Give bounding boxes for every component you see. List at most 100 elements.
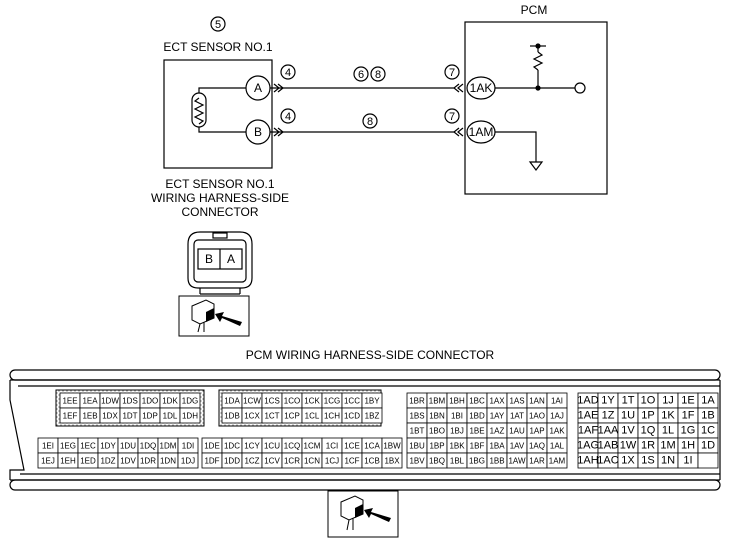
harness-label-line3: CONNECTOR: [181, 205, 258, 219]
pin-label: 1W: [620, 440, 637, 452]
pin-label: 1D: [701, 440, 715, 452]
pin-label: 1AY: [490, 412, 505, 421]
pin-label: 1BD: [469, 412, 485, 421]
sensor-harness-connector: [187, 231, 253, 295]
pin-label: 1H: [681, 440, 695, 452]
pin-label: 1AT: [510, 412, 524, 421]
pin-label: 1BO: [429, 427, 445, 436]
harness-label-line2: WIRING HARNESS-SIDE: [151, 191, 289, 205]
pin-label: 1DJ: [181, 457, 195, 466]
chevron-icon: [453, 83, 460, 93]
pin-label: 1CM: [304, 442, 321, 451]
terminal-b-label: B: [254, 125, 262, 139]
pin-label: 1BF: [470, 442, 485, 451]
pcm-terminal-1am-label: 1AM: [469, 125, 494, 139]
pin-label: 1CH: [324, 412, 340, 421]
sensor-wire-a-internal: [198, 87, 246, 93]
pin-label: 1DZ: [100, 457, 115, 466]
pin-label: 1BY: [364, 397, 380, 406]
callout-circle: [353, 66, 369, 82]
pin-label: 1Z: [602, 410, 615, 422]
pullup-resistor: [532, 51, 544, 71]
pin-cell: [179, 407, 201, 424]
pin-label: 1K: [661, 410, 675, 422]
pin-label: 1AM: [549, 457, 566, 466]
pcm-box: [464, 21, 608, 195]
pin-label: 1BB: [489, 457, 504, 466]
pin-label: 1DU: [120, 442, 136, 451]
pin-label: 1DG: [182, 397, 198, 406]
callout-number: 5: [215, 19, 221, 31]
pin-label: 1AJ: [550, 412, 564, 421]
pin-label: 1DA: [224, 397, 240, 406]
callout-number: 7: [449, 111, 455, 123]
pin-label: 1CL: [305, 412, 320, 421]
pin-label: 1T: [622, 395, 635, 407]
pin-label: 1X: [621, 455, 635, 467]
pin-label: 1AK: [549, 427, 565, 436]
pin-label: 1AX: [489, 397, 505, 406]
callout-number: 7: [449, 67, 455, 79]
pin-label: 1CD: [344, 412, 360, 421]
pin-cell: [177, 452, 199, 469]
pin-label: 1A: [701, 395, 715, 407]
pin-label: 1CQ: [284, 442, 300, 451]
pin-label: 1DC: [224, 442, 240, 451]
pin-label: 1Q: [641, 425, 656, 437]
pin-label: 1DY: [100, 442, 116, 451]
pin-label: 1U: [621, 410, 635, 422]
pin-label: 1CT: [264, 412, 279, 421]
connector-pin-a: A: [227, 252, 235, 266]
pin-label: 1BW: [383, 442, 401, 451]
pin-label: 1F: [682, 410, 695, 422]
pin-label: 1EA: [82, 397, 98, 406]
pin-label: 1DE: [204, 442, 220, 451]
pin-cell: [361, 407, 383, 424]
pin-label: 1AW: [508, 457, 525, 466]
pin-label: 1AQ: [529, 442, 545, 451]
pin-label: 1DT: [122, 412, 137, 421]
chevron-icon: [457, 127, 464, 137]
pin-label: 1AF: [578, 425, 598, 437]
pin-label: 1BU: [409, 442, 425, 451]
pin-label: 1BV: [409, 457, 425, 466]
pin-label: 1CI: [326, 442, 338, 451]
callout-circle: [444, 64, 460, 80]
pin-label: 1BS: [409, 412, 424, 421]
callout-circle: [362, 113, 378, 129]
pin-label: 1V: [621, 425, 635, 437]
pin-label: 1BA: [489, 442, 505, 451]
pin-label: 1DX: [102, 412, 118, 421]
pin-label: 1B: [701, 410, 714, 422]
ground-icon: [528, 161, 544, 171]
pin-label: 1EC: [80, 442, 96, 451]
pin-label: 1BM: [429, 397, 446, 406]
pin-label: 1AP: [529, 427, 544, 436]
pin-label: 1CF: [344, 457, 359, 466]
pin-label: 1BX: [384, 457, 400, 466]
pin-label: 1BE: [469, 427, 484, 436]
callout-number: 8: [375, 69, 381, 81]
pin-cell: [381, 452, 403, 469]
pin-label: 1BC: [469, 397, 485, 406]
pin-label: 1CA: [364, 442, 380, 451]
pin-cell: [697, 452, 719, 469]
pin-label: 1DP: [142, 412, 158, 421]
connector-pin-b: B: [205, 252, 213, 266]
pin-label: 1CK: [304, 397, 320, 406]
pin-label: 1DB: [224, 412, 240, 421]
pin-label: 1O: [641, 395, 656, 407]
pin-label: 1EI: [42, 442, 54, 451]
resistor-zigzag: [193, 97, 205, 125]
pin-label: 1CP: [284, 412, 300, 421]
pin-label: 1EE: [62, 397, 77, 406]
pin-label: 1DR: [140, 457, 156, 466]
pin-label: 1N: [661, 455, 675, 467]
pin-label: 1DQ: [140, 442, 156, 451]
pin-label: 1CG: [324, 397, 340, 406]
chevron-icon: [277, 127, 284, 137]
pin-label: 1CB: [364, 457, 380, 466]
pin-label: 1DN: [160, 457, 176, 466]
pin-label: 1AB: [598, 440, 619, 452]
pin-label: 1DV: [120, 457, 136, 466]
